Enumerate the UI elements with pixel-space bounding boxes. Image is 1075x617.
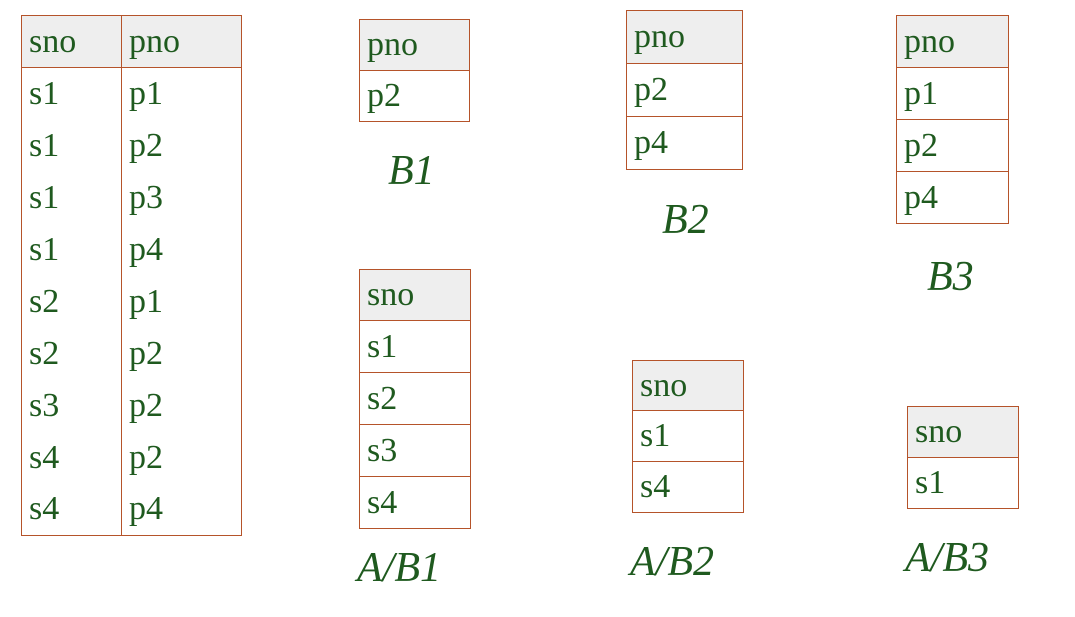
- label-b3: B3: [927, 254, 974, 300]
- cell-sno: s1: [21, 171, 122, 224]
- label-a-div-b3: A/B3: [905, 535, 989, 581]
- table-cell: p4: [626, 116, 743, 170]
- cell-pno: p2: [121, 327, 242, 380]
- table-cell: p1: [896, 67, 1009, 120]
- column-header-pno: pno: [896, 15, 1009, 68]
- relation-b1-table: pno p2: [359, 19, 470, 122]
- cell-sno: s2: [21, 275, 122, 328]
- cell-pno: p4: [121, 483, 242, 536]
- cell-sno: s1: [21, 119, 122, 172]
- cell-sno: s4: [21, 431, 122, 484]
- table-row: p2: [626, 63, 743, 117]
- table-cell: s1: [907, 457, 1019, 509]
- table-row: p2: [359, 70, 470, 122]
- column-header-sno: sno: [359, 269, 471, 321]
- column-header-pno: pno: [359, 19, 470, 71]
- column-header-sno: sno: [907, 406, 1019, 458]
- table-row: s1: [359, 320, 471, 373]
- cell-pno: p2: [121, 119, 242, 172]
- column-header-sno: sno: [632, 360, 744, 411]
- table-row: p2: [896, 119, 1009, 172]
- table-cell: s4: [632, 461, 744, 513]
- cell-pno: p2: [121, 379, 242, 432]
- label-b1: B1: [388, 148, 435, 194]
- cell-sno: s2: [21, 327, 122, 380]
- cell-pno: p3: [121, 171, 242, 224]
- cell-pno: p1: [121, 275, 242, 328]
- table-cell: s1: [632, 410, 744, 462]
- column-header-pno: pno: [626, 10, 743, 64]
- table-cell: p2: [359, 70, 470, 122]
- table-row: p4: [626, 116, 743, 170]
- table-cell: s2: [359, 372, 471, 425]
- table-cell: p4: [896, 171, 1009, 224]
- table-row: s2: [359, 372, 471, 425]
- cell-sno: s4: [21, 483, 122, 536]
- table-row: s4: [632, 461, 744, 513]
- column-header-pno: pno: [121, 15, 242, 68]
- table-row: p4: [896, 171, 1009, 224]
- table-cell: s3: [359, 424, 471, 477]
- table-cell: s4: [359, 476, 471, 529]
- table-row: s3: [359, 424, 471, 477]
- cell-sno: s3: [21, 379, 122, 432]
- table-cell: p2: [626, 63, 743, 117]
- label-a-div-b2: A/B2: [630, 539, 714, 585]
- cell-sno: s1: [21, 67, 122, 120]
- label-b2: B2: [662, 197, 709, 243]
- table-row: s1: [907, 457, 1019, 509]
- cell-pno: p2: [121, 431, 242, 484]
- column-header-sno: sno: [21, 15, 122, 68]
- cell-pno: p4: [121, 223, 242, 276]
- relation-a-div-b3-table: sno s1: [907, 406, 1019, 509]
- cell-sno: s1: [21, 223, 122, 276]
- cell-pno: p1: [121, 67, 242, 120]
- table-row: p1: [896, 67, 1009, 120]
- label-a-div-b1: A/B1: [357, 545, 441, 591]
- table-row: s1: [632, 410, 744, 462]
- table-cell: s1: [359, 320, 471, 373]
- table-row: s4: [359, 476, 471, 529]
- table-cell: p2: [896, 119, 1009, 172]
